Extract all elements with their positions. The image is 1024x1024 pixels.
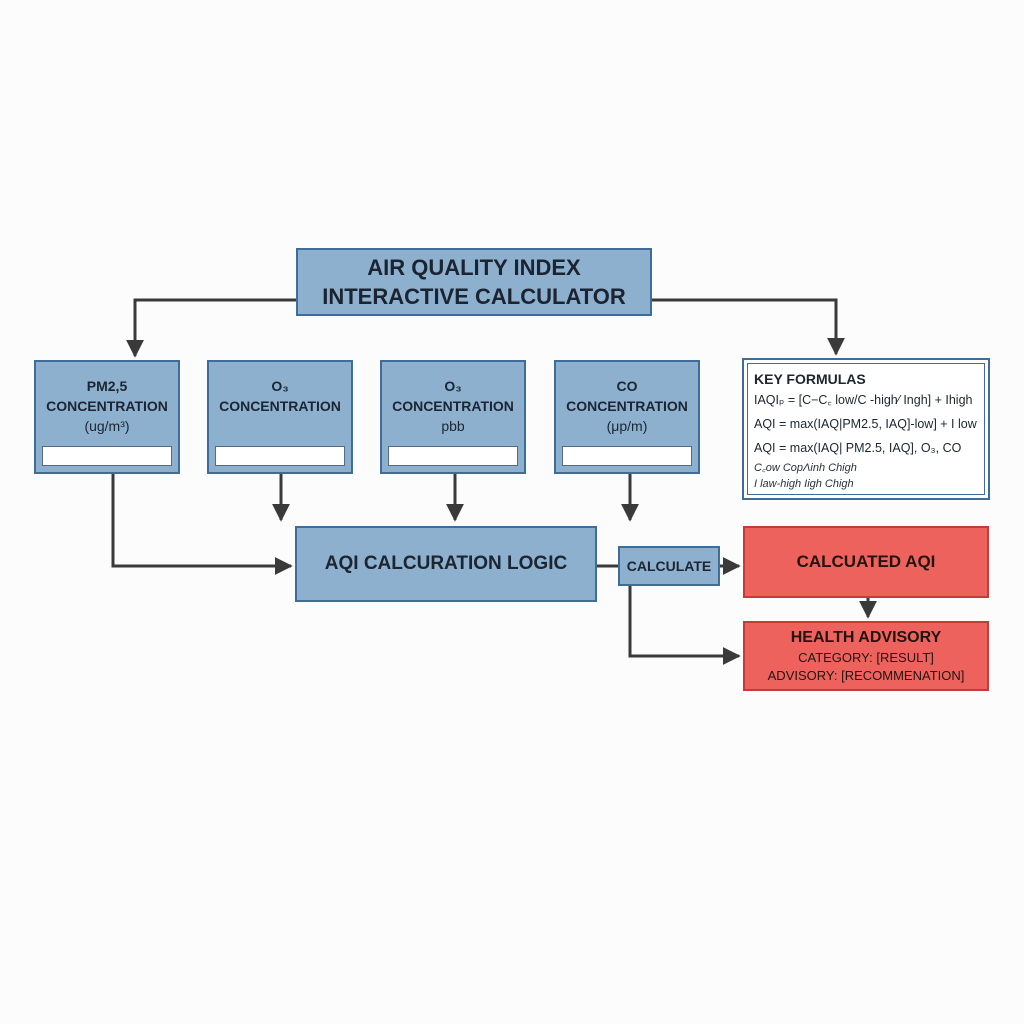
title-line-2: INTERACTIVE CALCULATOR	[322, 284, 626, 309]
formulas-heading: KEY FORMULAS	[754, 371, 866, 387]
pm25-unit: (ug/m³)	[84, 418, 130, 434]
formula-line: AQI = max(IAQ|PM2.5, IAQ]-low] + I low	[754, 417, 977, 431]
co-sub-label: CONCENTRATION	[566, 398, 688, 414]
o3-ppb-input-box: O₃ CONCENTRATION pbb	[380, 360, 526, 474]
calculated-aqi-label: CALCUATED AQI	[796, 552, 936, 571]
formula-line: IAQIₚ = [C−C꜀ low/C -high⁄ Ingh] + Ihigh	[754, 393, 973, 407]
o3-input-field[interactable]	[215, 446, 345, 466]
co-input-box: CO CONCENTRATION (μp/m)	[554, 360, 700, 474]
pm25-sub-label: CONCENTRATION	[46, 398, 168, 414]
formula-line: AQI = max(IAQ| PM2.5, IAQ], O₃, CO	[754, 441, 962, 455]
co-label: CO	[616, 378, 638, 394]
calculate-button-label: CALCULATE	[626, 558, 712, 574]
aqi-logic-box: AQI CALCURATION LOGIC	[295, 526, 597, 602]
o3-label: O₃	[271, 378, 289, 394]
co-input-field[interactable]	[562, 446, 692, 466]
title-line-1: AIR QUALITY INDEX	[367, 255, 581, 280]
formula-note: C꜀ow CopΛinh Chigh	[754, 462, 857, 474]
calculated-aqi-box: CALCUATED AQI	[743, 526, 989, 598]
advisory-category: CATEGORY: [RESULT]	[798, 650, 934, 665]
health-advisory-box: HEALTH ADVISORY CATEGORY: [RESULT] ADVIS…	[743, 621, 989, 691]
calculate-to-advisory-arrow	[628, 586, 741, 665]
o3-ppb-input-field[interactable]	[388, 446, 518, 466]
title-box: AIR QUALITY INDEX INTERACTIVE CALCULATOR	[296, 248, 652, 316]
pm25-input-box: PM2,5 CONCENTRATION (ug/m³)	[34, 360, 180, 474]
co-unit: (μp/m)	[606, 418, 648, 434]
aqi-logic-label: AQI CALCURATION LOGIC	[324, 553, 568, 574]
o3-ppb-sub-label: CONCENTRATION	[392, 398, 514, 414]
formula-note: I law-high Iigh Chigh	[754, 478, 854, 490]
pm25-label: PM2,5	[86, 378, 128, 394]
calculate-button[interactable]: CALCULATE	[618, 546, 720, 586]
o3-ppb-unit: pbb	[441, 418, 465, 434]
advisory-recommendation: ADVISORY: [RECOMMENATION]	[767, 668, 965, 683]
health-advisory-heading: HEALTH ADVISORY	[790, 629, 942, 646]
o3-input-box: O₃ CONCENTRATION	[207, 360, 353, 474]
title-to-formulas-arrow	[652, 298, 845, 356]
pm25-to-logic-arrow	[111, 474, 293, 575]
pm25-input-field[interactable]	[42, 446, 172, 466]
o3-sub-label: CONCENTRATION	[219, 398, 341, 414]
title-to-pm25-arrow	[126, 298, 296, 358]
o3-ppb-label: O₃	[444, 378, 462, 394]
key-formulas-panel: KEY FORMULAS IAQIₚ = [C−C꜀ low/C -high⁄ …	[742, 358, 990, 500]
